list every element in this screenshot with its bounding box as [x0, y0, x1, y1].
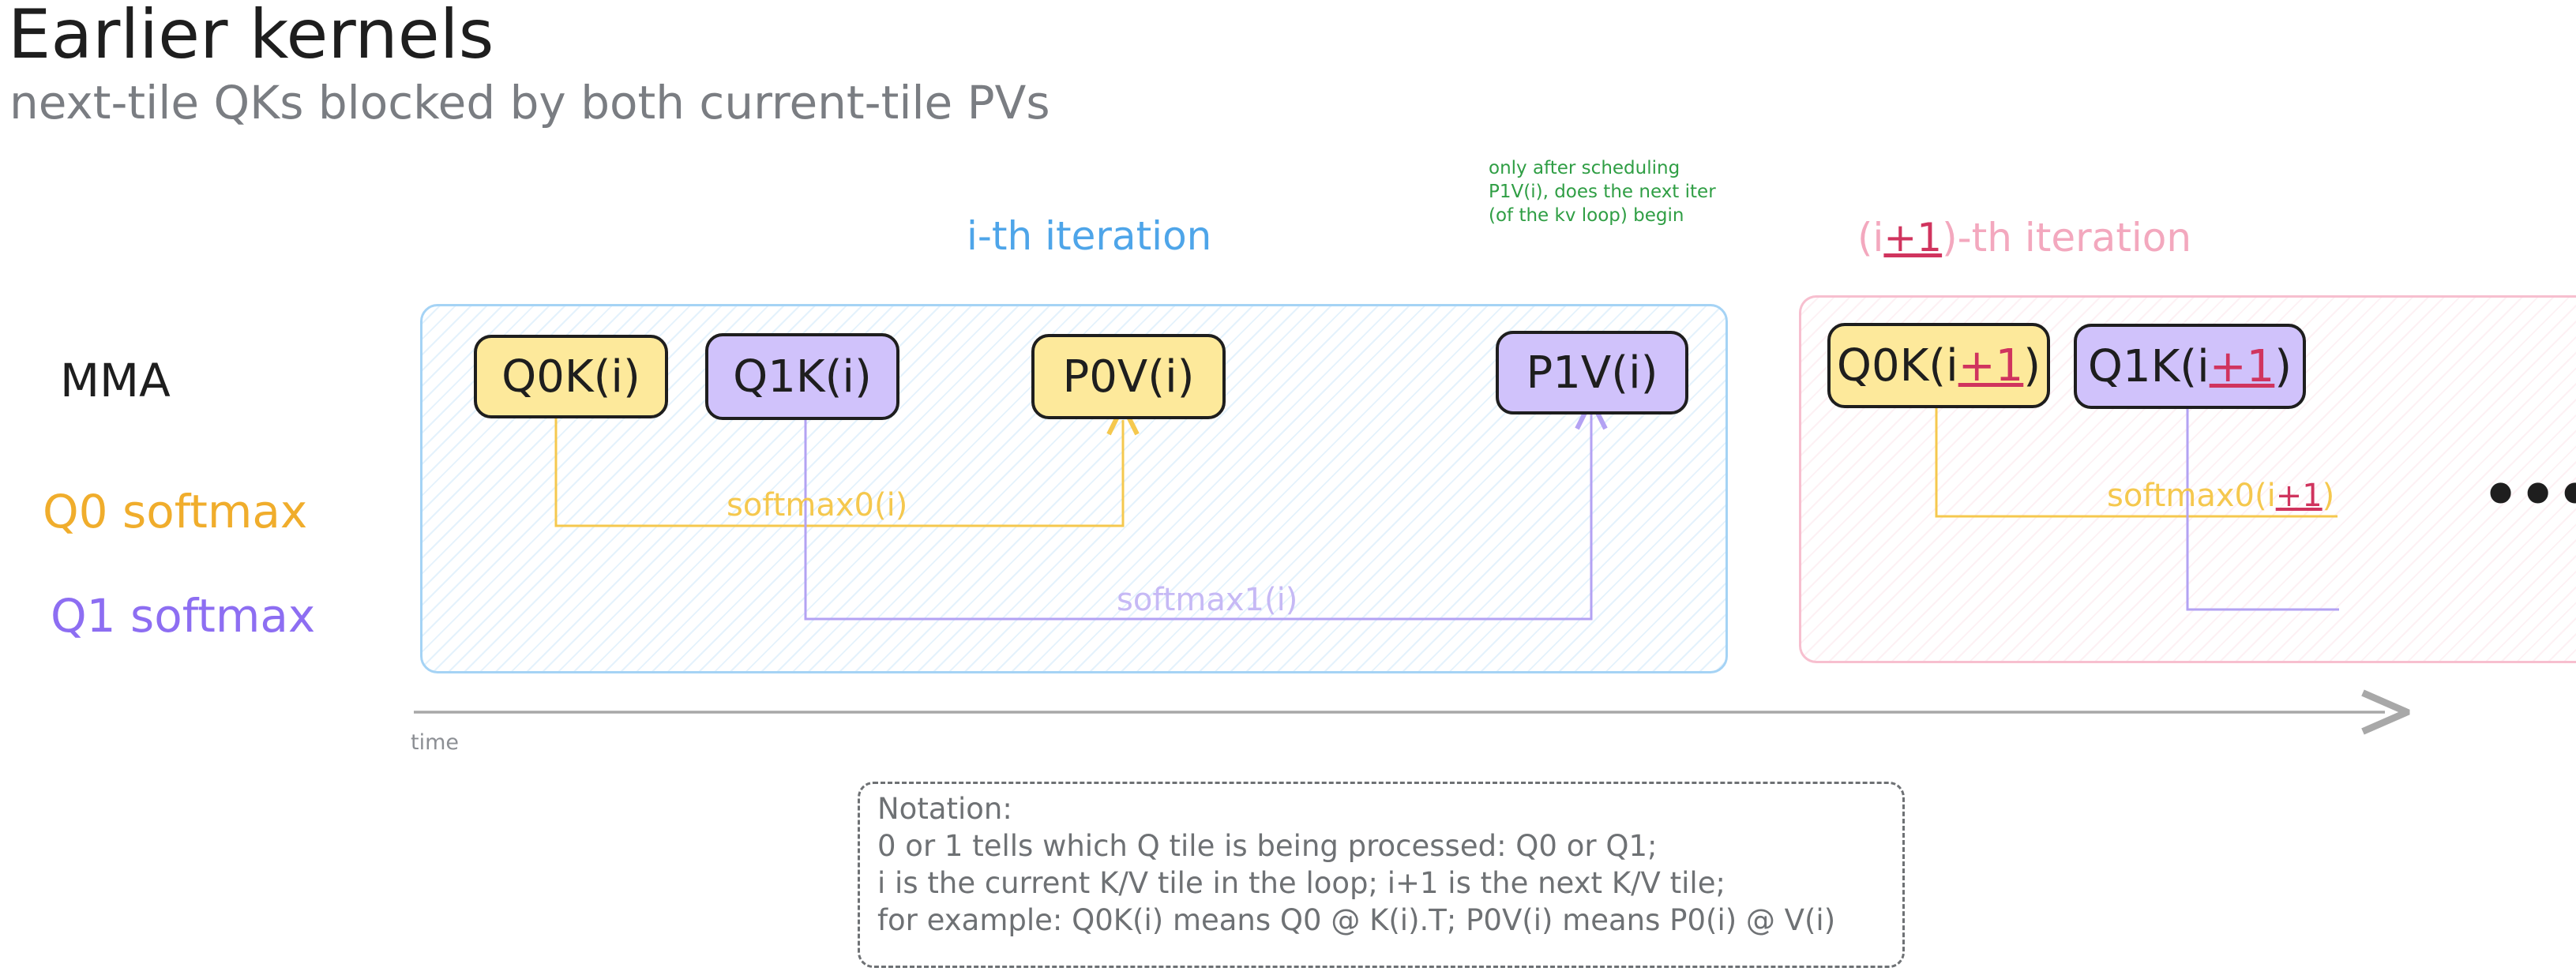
- node-q0k-next-plus: +1: [1958, 339, 2024, 392]
- iteration-label-next: (i+1)-th iteration: [1857, 215, 2191, 261]
- scheduling-note-line1: only after scheduling: [1489, 158, 1680, 178]
- softmax0-label: softmax0(i): [727, 487, 907, 523]
- row-label-q1-softmax: Q1 softmax: [51, 589, 316, 643]
- node-p1v-i: P1V(i): [1496, 331, 1688, 414]
- softmax0-next-prefix: softmax0(i: [2107, 478, 2276, 514]
- node-q1k-i: Q1K(i): [705, 333, 899, 420]
- iteration-next-close: )-th iteration: [1942, 215, 2192, 261]
- notation-line1: 0 or 1 tells which Q tile is being proce…: [877, 829, 1658, 863]
- node-q1k-next: Q1K(i+1): [2074, 324, 2306, 409]
- node-q0k-next-close: ): [2023, 339, 2041, 392]
- iteration-label-current: i-th iteration: [967, 213, 1212, 259]
- row-label-q0-softmax: Q0 softmax: [43, 485, 308, 538]
- softmax0-edge: [554, 418, 1123, 527]
- page-subtitle: next-tile QKs blocked by both current-ti…: [9, 76, 1050, 129]
- notation-box: Notation: 0 or 1 tells which Q tile is b…: [858, 782, 1905, 968]
- iteration-next-plus: +1: [1883, 215, 1943, 261]
- softmax0-next-close: ): [2323, 478, 2335, 514]
- node-q1k-next-prefix: Q1K(i: [2087, 340, 2210, 392]
- softmax1-label: softmax1(i): [1117, 582, 1297, 618]
- softmax0-next-plus: +1: [2276, 478, 2323, 514]
- node-q0k-i: Q0K(i): [474, 335, 668, 418]
- scheduling-note-line3: (of the kv loop) begin: [1489, 205, 1684, 226]
- node-p0v-i: P0V(i): [1031, 334, 1226, 419]
- notation-line3: for example: Q0K(i) means Q0 @ K(i).T; P…: [877, 903, 1836, 937]
- scheduling-note: only after scheduling P1V(i), does the n…: [1489, 156, 1716, 227]
- page-title: Earlier kernels: [8, 0, 494, 74]
- softmax0-next-edge: [1935, 408, 2338, 518]
- softmax1-next-edge: [2186, 408, 2339, 611]
- node-q1k-next-close: ): [2274, 340, 2292, 392]
- continuation-ellipsis: •••: [2480, 454, 2576, 537]
- node-q0k-next: Q0K(i+1): [1827, 323, 2050, 408]
- scheduling-note-line2: P1V(i), does the next iter: [1489, 182, 1716, 202]
- time-axis-label: time: [411, 730, 460, 755]
- iteration-next-open: (i: [1857, 215, 1884, 261]
- row-label-mma: MMA: [60, 354, 171, 407]
- softmax0-next-label: softmax0(i+1): [2107, 478, 2334, 514]
- notation-header: Notation:: [877, 792, 1012, 826]
- softmax1-edge: [804, 414, 1591, 621]
- node-q0k-next-prefix: Q0K(i: [1836, 339, 1958, 392]
- node-q1k-next-plus: +1: [2209, 340, 2275, 392]
- notation-line2: i is the current K/V tile in the loop; i…: [877, 866, 1725, 900]
